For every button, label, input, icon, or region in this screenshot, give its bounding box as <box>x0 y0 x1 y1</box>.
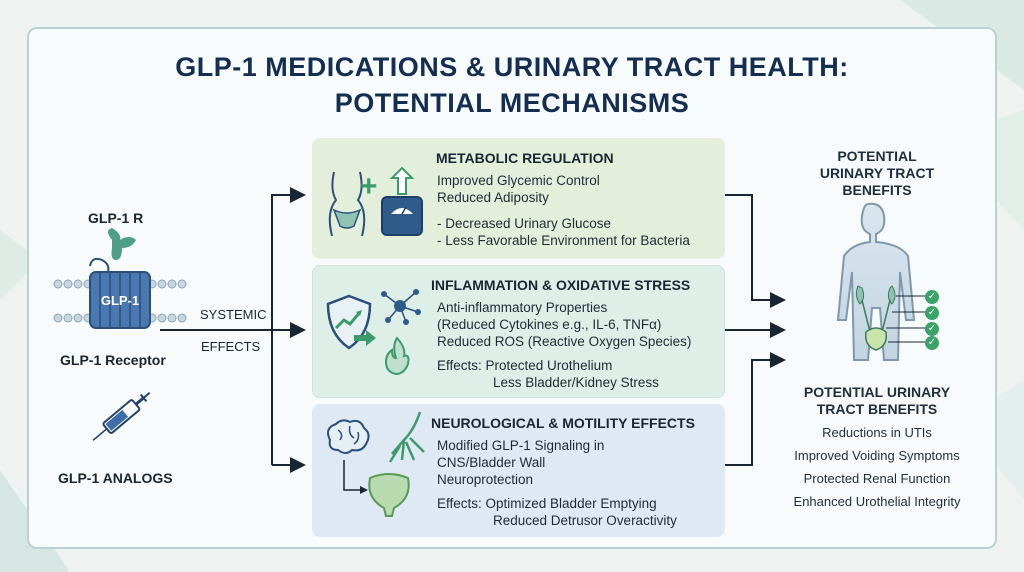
receptor-caption: GLP-1 Receptor <box>60 352 166 368</box>
down-right-arrow-icon <box>343 460 368 494</box>
panel3-effects-1: Effects: Optimized Bladder Emptying <box>437 496 657 511</box>
benefit-item: Reductions in UTIs <box>822 425 932 440</box>
check-icon: ✓ <box>925 306 939 320</box>
analogs-caption: GLP-1 ANALOGS <box>58 470 173 486</box>
right-heading-line-1: POTENTIAL <box>837 148 917 164</box>
panel2-line-1: Anti-inflammatory Properties <box>437 300 608 315</box>
panel-metabolic-regulation <box>312 138 725 259</box>
glp1-receptor-icon: GLP-1 <box>53 228 187 329</box>
panel-neurological-motility <box>312 404 725 537</box>
panel-inflammation-oxidative-stress <box>312 265 725 398</box>
title-line-1: GLP-1 MEDICATIONS & URINARY TRACT HEALTH… <box>175 52 849 82</box>
panel3-line-3: Neuroprotection <box>437 472 534 487</box>
check-icon: ✓ <box>925 322 939 336</box>
effects-label: EFFECTS <box>201 339 261 354</box>
panel2-effects-2: Less Bladder/Kidney Stress <box>493 375 659 390</box>
panel2-line-2: (Reduced Cytokines e.g., IL-6, TNFα) <box>437 317 662 332</box>
panel1-line-2: Reduced Adiposity <box>437 190 549 205</box>
syringe-icon <box>92 391 151 441</box>
brain-icon <box>327 419 370 454</box>
nerve-icon <box>388 411 425 463</box>
right-arrow-icon <box>354 330 376 346</box>
receptor-inner-label: GLP-1 <box>101 293 139 308</box>
benefits-heading-line-1: POTENTIAL URINARY <box>803 384 951 400</box>
panel3-effects-2: Reduced Detrusor Overactivity <box>493 513 677 528</box>
plus-icon: + <box>360 170 378 203</box>
benefits-heading-line-2: TRACT BENEFITS <box>816 401 938 417</box>
benefit-item: Improved Voiding Symptoms <box>794 448 960 463</box>
body-outline-icon <box>328 171 366 237</box>
flame-icon <box>384 336 410 376</box>
check-icon: ✓ <box>925 290 939 304</box>
up-arrow-icon <box>389 166 415 195</box>
panel3-title: NEUROLOGICAL & MOTILITY EFFECTS <box>431 415 695 431</box>
panel2-effects-1: Effects: Protected Urothelium <box>437 358 613 373</box>
check-icon: ✓ <box>925 336 939 350</box>
human-silhouette-icon <box>836 202 926 361</box>
panel1-title: METABOLIC REGULATION <box>436 150 614 166</box>
panel1-bullet-2: - Less Favorable Environment for Bacteri… <box>437 233 690 248</box>
bladder-icon <box>368 473 410 517</box>
benefit-item: Protected Renal Function <box>803 471 951 486</box>
panel3-line-1: Modified GLP-1 Signaling in <box>437 438 605 453</box>
panel3-line-2: CNS/Bladder Wall <box>437 455 546 470</box>
systemic-label: SYSTEMIC <box>200 307 267 322</box>
benefit-item: Enhanced Urothelial Integrity <box>793 494 961 509</box>
panel1-bullet-1: - Decreased Urinary Glucose <box>437 216 612 231</box>
scale-icon <box>381 196 423 236</box>
panel2-title: INFLAMMATION & OXIDATIVE STRESS <box>431 277 691 293</box>
panel1-line-1: Improved Glycemic Control <box>437 173 600 188</box>
title-line-2: POTENTIAL MECHANISMS <box>334 88 690 118</box>
molecule-icon <box>381 289 421 325</box>
panel2-line-3: Reduced ROS (Reactive Oxygen Species) <box>437 334 692 349</box>
right-heading-line-2: URINARY TRACT <box>819 165 935 181</box>
right-heading-line-3: BENEFITS <box>842 182 912 198</box>
receptor-label: GLP-1 R <box>88 210 144 226</box>
